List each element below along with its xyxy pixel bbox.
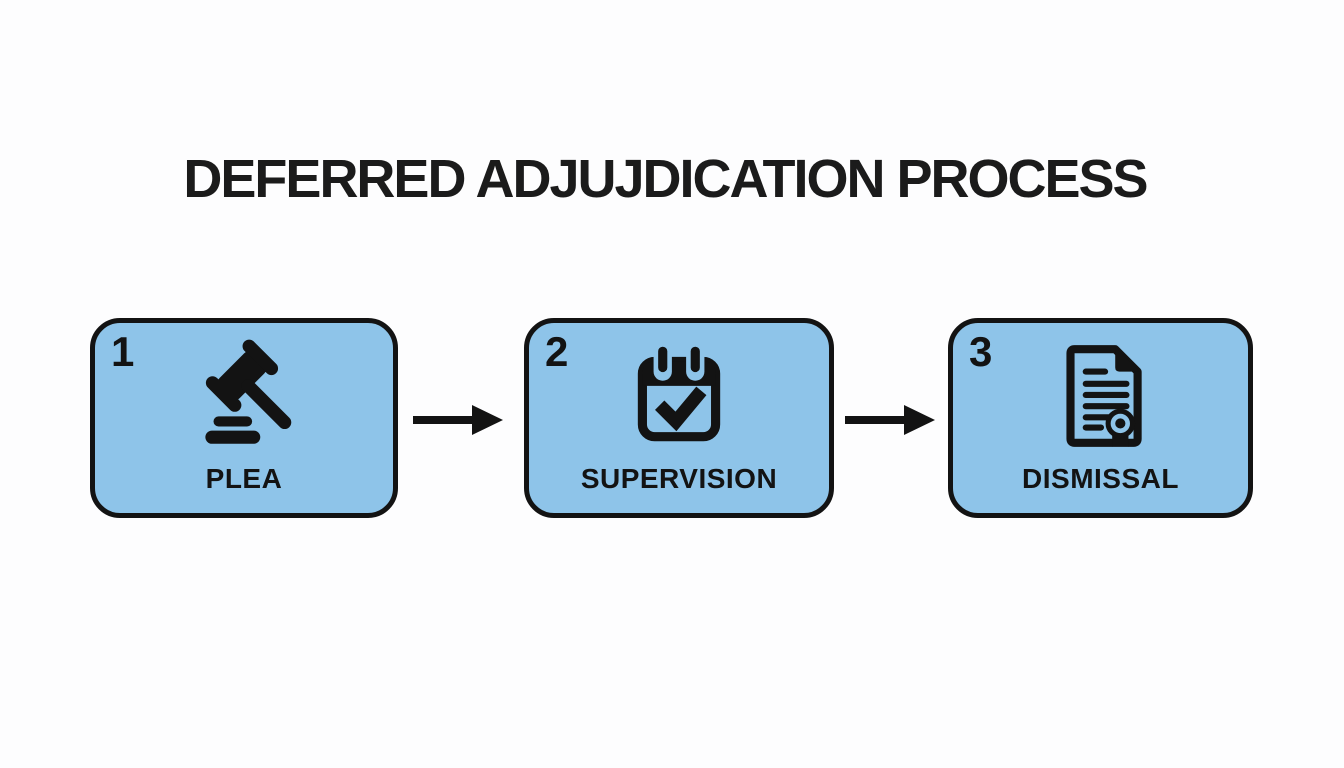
- step-box-dismissal: 3 DISMISSAL: [948, 318, 1253, 518]
- arrow-right-icon: [842, 400, 938, 440]
- step-label: DISMISSAL: [1022, 463, 1179, 494]
- step-number: 3: [969, 328, 993, 375]
- step-number: 1: [111, 328, 135, 375]
- arrow-right-icon: [410, 400, 506, 440]
- step-label: PLEA: [205, 463, 283, 494]
- step-box-supervision: 2 SUPERVISION: [524, 318, 834, 518]
- step-label: SUPERVISION: [580, 463, 778, 494]
- step-number: 2: [545, 328, 569, 375]
- diagram-title: DEFERRED ADJUJDICATION PROCESS: [183, 149, 1148, 209]
- step-box-plea: 1 PLEA: [90, 318, 398, 518]
- gavel-icon: [183, 335, 305, 457]
- calendar-check-icon: [618, 335, 740, 457]
- certificate-icon: [1040, 335, 1162, 457]
